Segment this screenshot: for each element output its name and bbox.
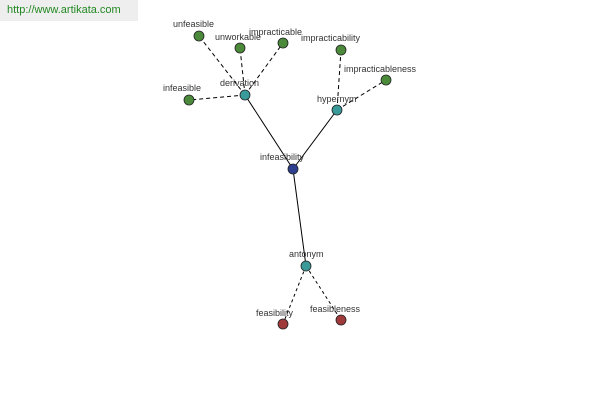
edge-derivation-unworkable xyxy=(239,47,246,96)
label-unfeasible: unfeasible xyxy=(173,19,214,29)
label-feasibility: feasibility xyxy=(256,308,294,318)
node-impracticableness[interactable] xyxy=(380,74,392,86)
edge-center-antonym xyxy=(292,168,307,267)
node-derivation[interactable] xyxy=(239,89,251,101)
edge-hypernym-impracticableness xyxy=(336,79,387,111)
node-infeasibility[interactable] xyxy=(287,163,299,175)
edge-derivation-impracticable xyxy=(244,42,284,96)
label-impracticableness: impracticableness xyxy=(344,64,417,74)
edge-antonym-feasibleness xyxy=(305,265,342,321)
node-unfeasible[interactable] xyxy=(193,30,205,42)
node-unworkable[interactable] xyxy=(234,42,246,54)
label-impracticability: impracticability xyxy=(301,33,361,43)
edge-derivation-infeasible xyxy=(188,94,246,101)
label-hypernym: hypernym xyxy=(317,94,357,104)
node-feasibleness[interactable] xyxy=(335,314,347,326)
node-impracticability[interactable] xyxy=(335,44,347,56)
label-feasibleness: feasibleness xyxy=(310,304,361,314)
site-banner: http://www.artikata.com xyxy=(0,0,138,21)
label-antonym: antonym xyxy=(289,249,324,259)
label-infeasible: infeasible xyxy=(163,83,201,93)
site-link[interactable]: http://www.artikata.com xyxy=(7,4,121,16)
label-derivation: derivation xyxy=(220,78,259,88)
label-unworkable: unworkable xyxy=(215,32,261,42)
label-infeasibility: infeasibility xyxy=(260,152,305,162)
edge-center-hypernym xyxy=(292,109,338,170)
node-infeasible[interactable] xyxy=(183,94,195,106)
edge-hypernym-impracticability xyxy=(336,49,342,111)
node-hypernym[interactable] xyxy=(331,104,343,116)
label-impracticable: impracticable xyxy=(249,27,302,37)
edge-antonym-feasibility xyxy=(282,265,307,325)
edge-derivation-unfeasible xyxy=(198,35,246,96)
node-antonym[interactable] xyxy=(300,260,312,272)
node-feasibility[interactable] xyxy=(277,318,289,330)
node-impracticable[interactable] xyxy=(277,37,289,49)
edge-center-derivation xyxy=(244,94,294,170)
